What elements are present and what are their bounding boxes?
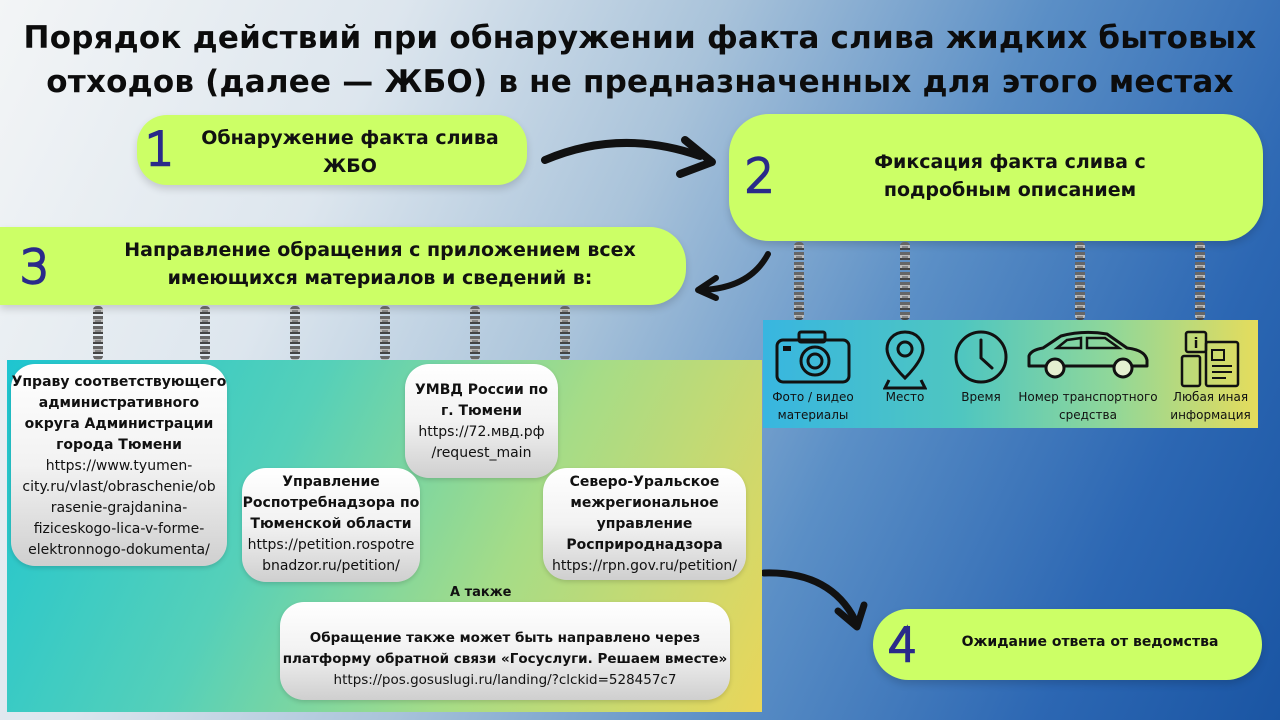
also-label: А также	[450, 585, 512, 600]
agency-rospotreb-url-1[interactable]: https://petition.rospotre	[247, 537, 415, 553]
clock-icon	[954, 330, 1008, 384]
evidence-vehicle: Номер транспортного средства	[1013, 320, 1163, 428]
chain-link	[200, 306, 210, 360]
step-4-pill	[873, 609, 1262, 680]
step-4-number: 4	[887, 618, 919, 672]
info-documents-icon: i	[1180, 330, 1239, 388]
evidence-label-2: материалы	[777, 408, 849, 422]
agency-rospotreb-line-3: Тюменской области	[250, 516, 412, 532]
chain-link	[1075, 242, 1085, 320]
evidence-label-1: Любая иная	[1172, 390, 1249, 404]
agency-rospotreb-line-2: Роспотребнадзора по	[242, 495, 420, 511]
chain-link	[380, 306, 390, 360]
chain-link	[1195, 242, 1205, 320]
evidence-strip: Фото / видео материалы Место Время	[763, 320, 1258, 428]
evidence-other-info: i Любая иная информация	[1163, 320, 1258, 428]
agency-rosprirod-line-4: Росприроднадзора	[566, 537, 723, 553]
agency-rospotreb-line-1: Управление	[282, 474, 380, 490]
agency-admin-url-1[interactable]: https://www.tyumen-	[45, 458, 193, 474]
step-4-line-1: Ожидание ответа от ведомства	[961, 634, 1219, 650]
step-3-pill	[0, 227, 686, 305]
step-1-pill	[137, 115, 527, 185]
evidence-location: Место	[867, 320, 943, 428]
step-3-line-2: имеющихся материалов и сведений в:	[167, 267, 593, 289]
evidence-label-1: Время	[961, 390, 1001, 404]
evidence-label-1: Место	[885, 390, 925, 404]
svg-text:i: i	[1193, 336, 1198, 352]
step-3-line-1: Направление обращения с приложением всех	[124, 239, 636, 261]
gosuslugi-line-1: Обращение также может быть направлено че…	[309, 630, 701, 646]
step-2-number: 2	[744, 149, 776, 203]
agency-admin-line-2: административного	[38, 395, 200, 411]
agency-card-admin[interactable]: Управу соответствующего административног…	[11, 364, 227, 566]
step-1-line-2: ЖБО	[323, 155, 377, 177]
evidence-time: Время	[945, 320, 1017, 428]
evidence-label-1: Фото / видео	[772, 390, 854, 404]
step-4-text: Ожидание ответа от ведомства	[940, 630, 1240, 654]
agency-admin-url-3[interactable]: rasenie-grajdanina-	[50, 500, 188, 516]
agency-umvd-line-2: г. Тюмени	[440, 403, 523, 419]
arrow-1-to-2	[541, 136, 716, 178]
agency-card-umvd[interactable]: УМВД России по г. Тюмени https://72.мвд.…	[405, 364, 558, 478]
step-2-line-2: подробным описанием	[883, 179, 1137, 201]
chain-link	[560, 306, 570, 360]
step-3-text: Направление обращения с приложением всех…	[90, 236, 670, 292]
gosuslugi-url[interactable]: https://pos.gosuslugi.ru/landing/?clckid…	[333, 672, 677, 688]
title-line-2: отходов (далее — ЖБО) в не предназначенн…	[46, 64, 1234, 100]
agency-rosprirod-line-1: Северо-Уральское	[569, 474, 720, 490]
agency-admin-url-4[interactable]: fiziceskogo-lica-v-forme-	[33, 521, 205, 537]
evidence-photo-video: Фото / видео материалы	[763, 320, 863, 428]
chain-link	[470, 306, 480, 360]
camera-icon	[775, 330, 851, 384]
evidence-label-1: Номер транспортного	[1018, 390, 1158, 404]
agency-umvd-url-2[interactable]: /request_main	[431, 445, 532, 461]
agency-admin-url-2[interactable]: city.ru/vlast/obraschenie/ob	[22, 479, 216, 495]
evidence-label-2: средства	[1059, 408, 1117, 422]
agency-admin-line-1: Управу соответствующего	[11, 374, 227, 390]
step-1-line-1: Обнаружение факта слива	[201, 127, 499, 149]
gosuslugi-card[interactable]: Обращение также может быть направлено че…	[280, 602, 730, 700]
arrow-2-to-3	[695, 251, 771, 301]
page-title: Порядок действий при обнаружении факта с…	[0, 16, 1280, 104]
step-3-number: 3	[19, 240, 51, 294]
gosuslugi-line-2: платформу обратной связи «Госуслуги. Реш…	[282, 651, 728, 667]
agency-admin-url-5[interactable]: elektronnogo-dokumenta/	[28, 542, 210, 558]
chain-link	[93, 306, 103, 360]
agency-rosprirod-line-2: межрегиональное	[570, 495, 719, 511]
agency-umvd-url-1[interactable]: https://72.мвд.рф	[418, 424, 545, 440]
chain-link	[900, 242, 910, 320]
agency-rosprirod-line-3: управление	[596, 516, 693, 532]
chain-link	[290, 306, 300, 360]
agency-card-rospotreb[interactable]: Управление Роспотребнадзора по Тюменской…	[242, 468, 420, 582]
step-1-number: 1	[144, 122, 176, 176]
agency-umvd-line-1: УМВД России по	[415, 382, 548, 398]
agency-rospotreb-url-2[interactable]: bnadzor.ru/petition/	[262, 558, 400, 574]
agency-admin-line-4: города Тюмени	[56, 437, 182, 453]
title-line-1: Порядок действий при обнаружении факта с…	[23, 20, 1257, 56]
step-2-text: Фиксация факта слива с подробным описани…	[790, 148, 1230, 204]
arrow-3-to-4	[760, 569, 868, 631]
step-1-text: Обнаружение факта слива ЖБО	[180, 124, 520, 180]
step-2-pill	[729, 114, 1263, 241]
chain-link	[794, 242, 804, 320]
agency-admin-line-3: округа Администрации	[24, 416, 214, 432]
car-icon	[1027, 330, 1149, 379]
location-pin-icon	[883, 330, 927, 390]
agency-card-rosprirod[interactable]: Северо-Уральское межрегиональное управле…	[543, 468, 746, 580]
agency-rosprirod-url-1[interactable]: https://rpn.gov.ru/petition/	[551, 558, 737, 574]
step-2-line-1: Фиксация факта слива с	[874, 151, 1146, 173]
evidence-label-2: информация	[1170, 408, 1251, 422]
